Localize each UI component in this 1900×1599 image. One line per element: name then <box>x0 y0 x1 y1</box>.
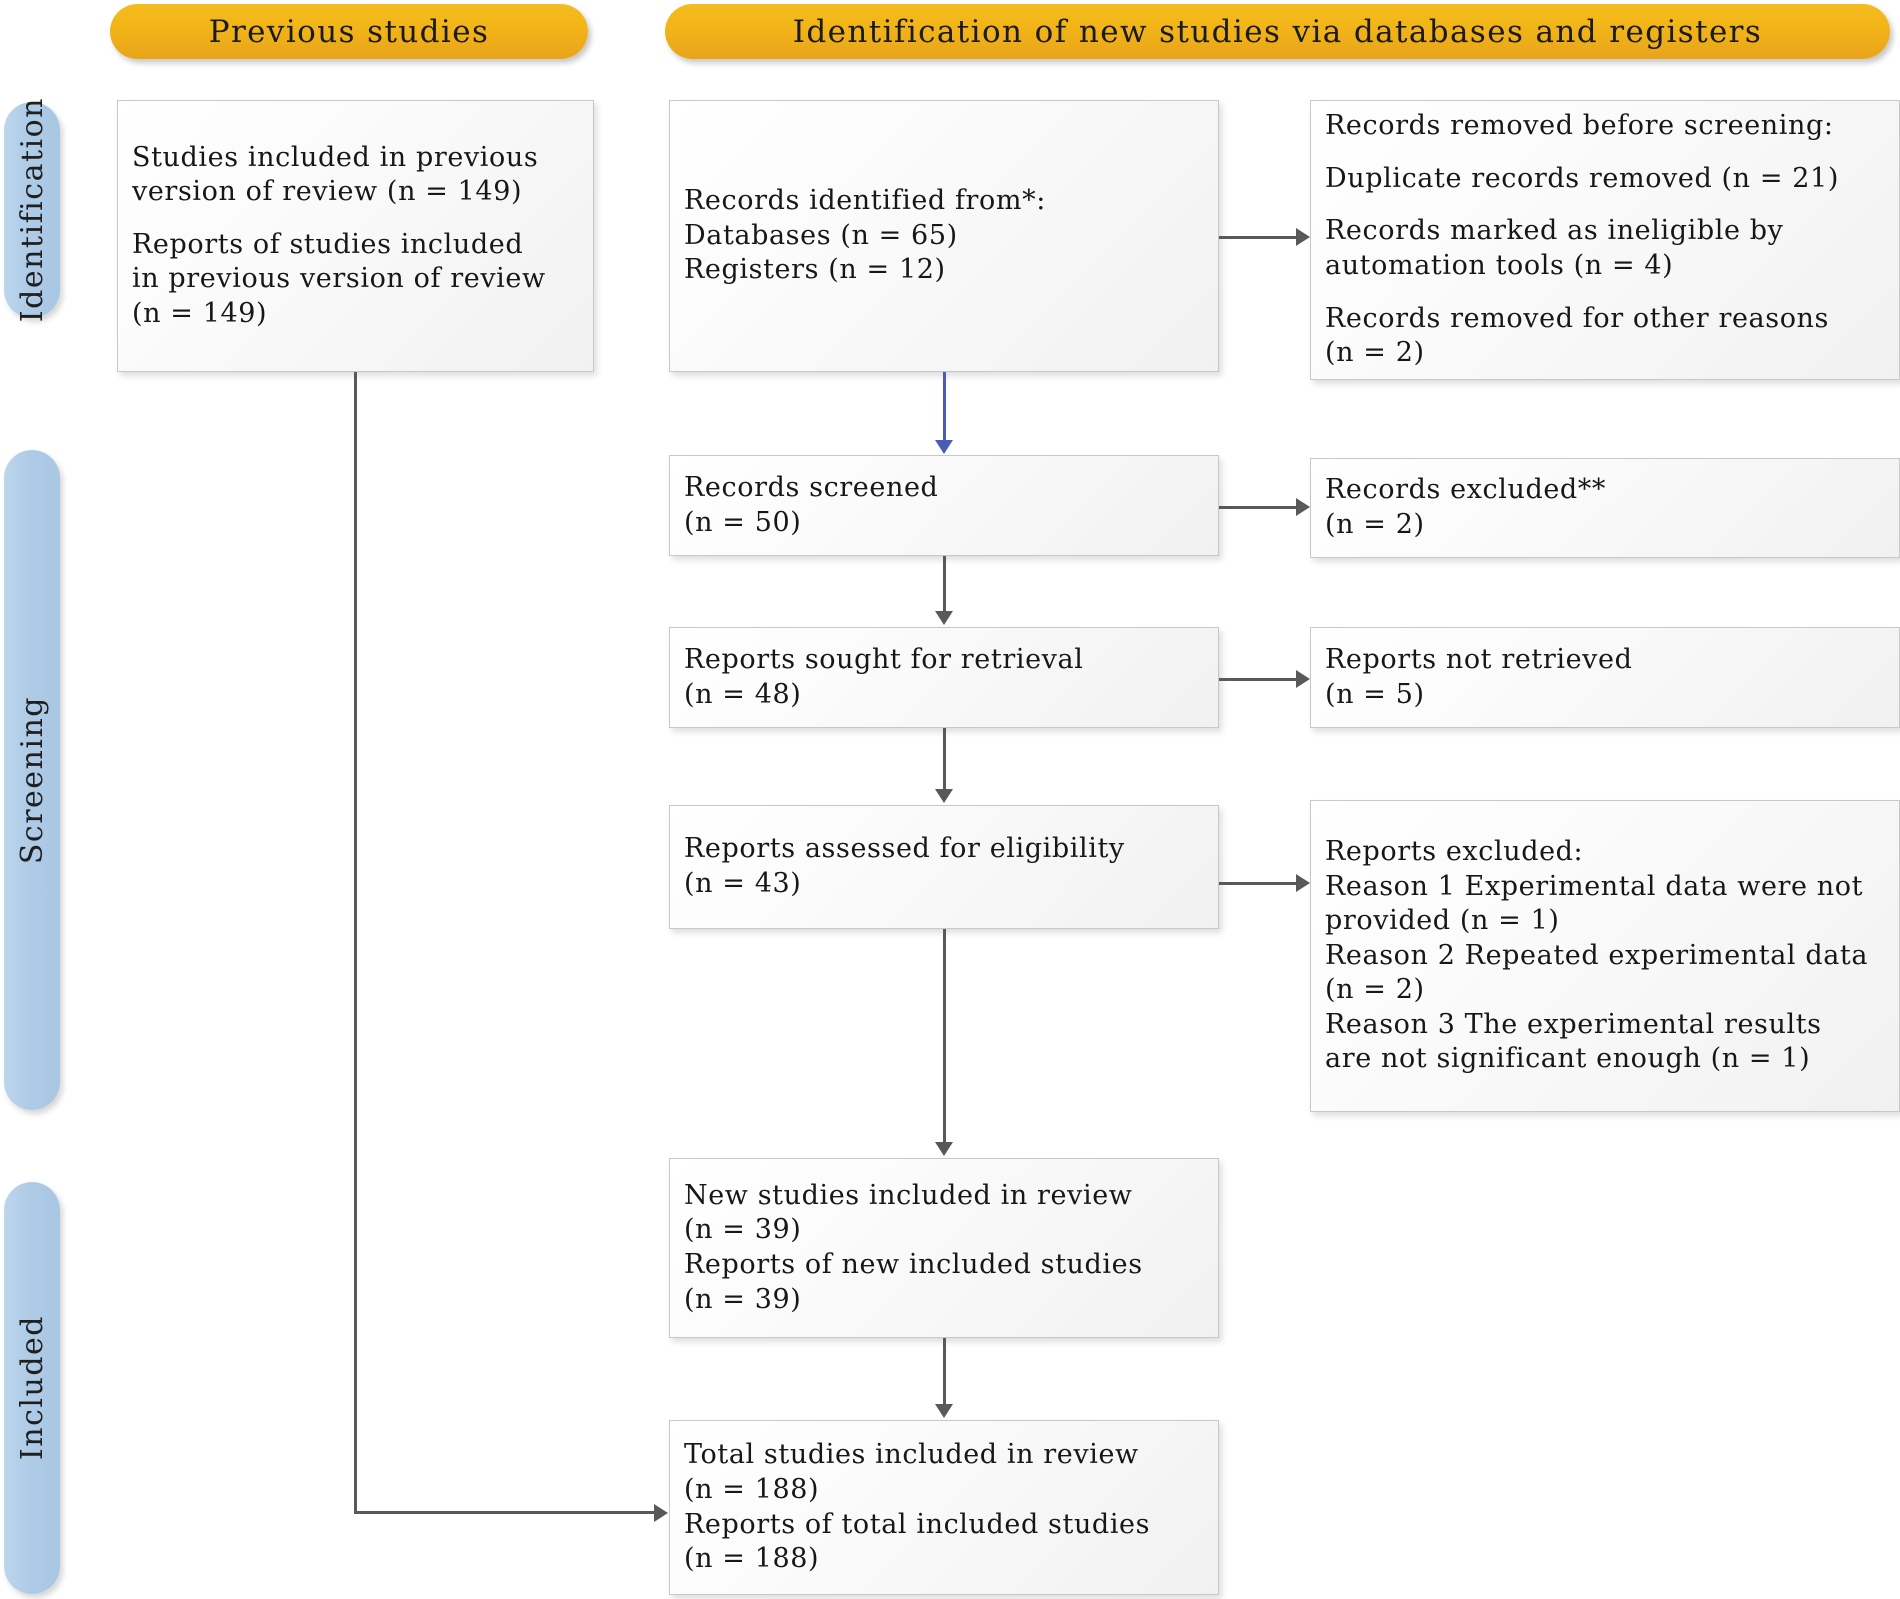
box-line: (n = 39) <box>684 1283 802 1315</box>
stage-pill-included: Included <box>4 1182 60 1594</box>
box-line: automation tools (n = 4) <box>1325 250 1674 281</box>
box-line: Records removed for other reasons <box>1325 302 1829 334</box>
connector-assessed-to-new-studies <box>943 929 946 1144</box>
box-line: Records marked as ineligible by <box>1325 215 1784 247</box>
box-reports-sought-for-retrieval: Reports sought for retrieval (n = 48) <box>669 627 1219 728</box>
connector-previous-to-total-vertical <box>354 372 357 1514</box>
box-reports-not-retrieved: Reports not retrieved (n = 5) <box>1310 627 1900 728</box>
box-line: (n = 188) <box>684 1473 820 1505</box>
arrowhead-assessed-to-excluded <box>1296 874 1310 892</box>
connector-sought-to-not-retrieved <box>1219 678 1296 681</box>
arrowhead-identified-to-screened <box>935 440 953 454</box>
arrowhead-screened-to-excluded <box>1296 498 1310 516</box>
connector-screened-to-excluded <box>1219 506 1296 509</box>
box-line: (n = 149) <box>132 297 268 329</box>
box-line: New studies included in review <box>684 1179 1133 1211</box>
box-line: Registers (n = 12) <box>684 254 946 286</box>
box-line: Reason 3 The experimental results <box>1325 1008 1822 1040</box>
box-line: Studies included in previous <box>132 141 539 173</box>
box-line: (n = 5) <box>1325 678 1425 710</box>
box-records-excluded: Records excluded** (n = 2) <box>1310 458 1900 558</box>
box-line: are not significant enough (n = 1) <box>1325 1043 1811 1075</box>
arrowhead-assessed-to-new-studies <box>935 1142 953 1156</box>
box-records-screened: Records screened (n = 50) <box>669 455 1219 556</box>
box-line: Duplicate records removed (n = 21) <box>1325 162 1839 194</box>
connector-new-to-total-studies <box>943 1338 946 1406</box>
box-line: Reason 1 Experimental data were not <box>1325 870 1864 902</box>
box-new-studies-included-in-review: New studies included in review (n = 39) … <box>669 1158 1219 1338</box>
stage-label-included: Included <box>14 1315 50 1461</box>
connector-identified-to-removed <box>1219 236 1296 239</box>
box-reports-excluded: Reports excluded: Reason 1 Experimental … <box>1310 800 1900 1112</box>
box-records-identified-from: Records identified from*: Databases (n =… <box>669 100 1219 372</box>
box-line: Databases (n = 65) <box>684 219 958 251</box>
box-line: Records screened <box>684 471 939 503</box>
header-identification-new-studies-label: Identification of new studies via databa… <box>792 13 1763 50</box>
connector-identified-to-screened <box>943 372 946 442</box>
box-total-studies-included-in-review: Total studies included in review (n = 18… <box>669 1420 1219 1595</box>
stage-pill-identification: Identification <box>4 97 60 323</box>
box-line: (n = 39) <box>684 1214 802 1246</box>
connector-previous-to-total-horizontal <box>354 1511 654 1514</box>
box-line: Records excluded** <box>1325 474 1607 506</box>
box-line: Reports sought for retrieval <box>684 643 1084 675</box>
box-studies-included-previous-version: Studies included in previous version of … <box>117 100 594 372</box>
connector-sought-to-assessed <box>943 728 946 790</box>
connector-screened-to-sought <box>943 556 946 613</box>
box-line: Records removed before screening: <box>1325 110 1834 142</box>
box-line: Reports not retrieved <box>1325 643 1633 675</box>
box-line: (n = 2) <box>1325 974 1425 1006</box>
box-line: (n = 2) <box>1325 337 1425 369</box>
box-line: Total studies included in review <box>684 1439 1139 1471</box>
box-reports-assessed-for-eligibility: Reports assessed for eligibility (n = 43… <box>669 805 1219 929</box>
connector-assessed-to-excluded <box>1219 882 1296 885</box>
arrowhead-identified-to-removed <box>1296 228 1310 246</box>
box-line: (n = 2) <box>1325 509 1425 540</box>
box-line: Reports of total included studies <box>684 1508 1151 1540</box>
stage-pill-screening: Screening <box>4 450 60 1110</box>
stage-label-screening: Screening <box>14 695 50 865</box>
box-line: Records identified from*: <box>684 185 1046 217</box>
arrowhead-screened-to-sought <box>935 611 953 625</box>
box-records-removed-before-screening: Records removed before screening: Duplic… <box>1310 100 1900 380</box>
box-line: (n = 43) <box>684 868 802 899</box>
header-identification-new-studies: Identification of new studies via databa… <box>665 4 1890 59</box>
header-previous-studies: Previous studies <box>110 4 588 59</box>
box-line: (n = 188) <box>684 1543 820 1575</box>
box-line: (n = 48) <box>684 678 802 710</box>
arrowhead-sought-to-not-retrieved <box>1296 670 1310 688</box>
arrowhead-new-to-total-studies <box>935 1404 953 1418</box>
box-line: Reports assessed for eligibility <box>684 833 1125 865</box>
header-previous-studies-label: Previous studies <box>208 13 490 50</box>
box-line: (n = 50) <box>684 506 802 538</box>
box-line: version of review (n = 149) <box>132 176 523 208</box>
stage-label-identification: Identification <box>14 97 50 323</box>
box-line: Reports of studies included <box>132 228 524 260</box>
box-line: Reason 2 Repeated experimental data <box>1325 939 1869 971</box>
box-line: in previous version of review <box>132 263 546 295</box>
arrowhead-previous-to-total <box>654 1504 668 1522</box>
arrowhead-sought-to-assessed <box>935 789 953 803</box>
box-line: provided (n = 1) <box>1325 905 1560 937</box>
box-line: Reports excluded: <box>1325 836 1584 868</box>
box-line: Reports of new included studies <box>684 1249 1143 1280</box>
